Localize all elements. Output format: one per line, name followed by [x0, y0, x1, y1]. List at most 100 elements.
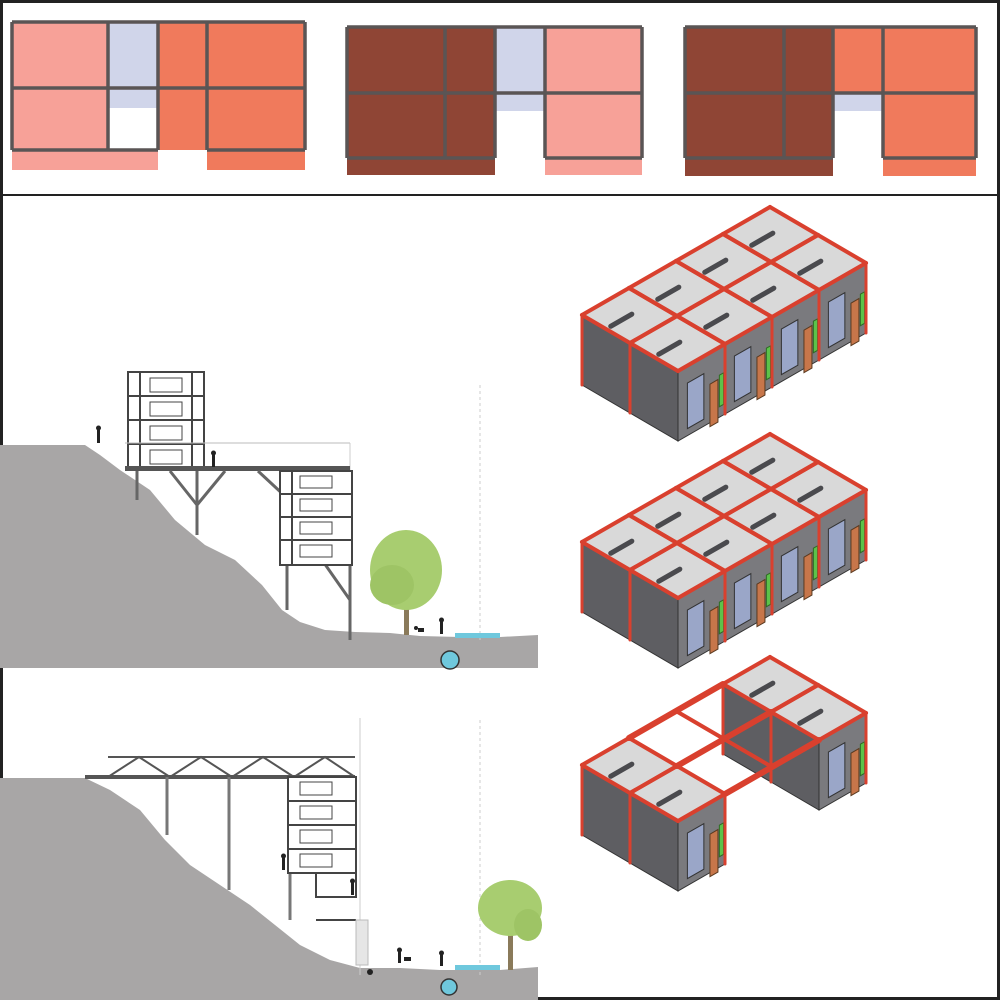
axo-partition: [608, 311, 635, 329]
axo-beam: [676, 569, 727, 600]
axo-window: [827, 518, 846, 576]
plan-cell: [685, 93, 784, 158]
axo-partition: [608, 761, 635, 779]
plan-cell: [495, 93, 545, 111]
plan-cell: [833, 27, 883, 93]
section-upper: [0, 371, 538, 670]
axo-partition: [656, 339, 683, 357]
axo-green-panel: [765, 344, 772, 381]
axo-partition: [655, 511, 682, 529]
axo-green-panel: [812, 544, 819, 581]
axo-beam: [721, 205, 772, 236]
plan-cell: [158, 88, 207, 150]
axo-beam: [580, 513, 631, 544]
axo-beam: [769, 260, 821, 292]
drainage-pipe: [440, 650, 460, 670]
axo-beam: [816, 460, 868, 492]
stepped-block: [287, 776, 369, 966]
axo-beam: [721, 459, 773, 491]
axo-window: [827, 291, 846, 349]
plan-cell: [108, 88, 158, 108]
section-lower: [0, 718, 542, 1000]
axo-beam: [628, 791, 680, 823]
axo-partition: [702, 484, 729, 502]
axo-door-panel: [803, 551, 813, 601]
axo-window: [780, 545, 799, 603]
axo-partition: [749, 230, 776, 248]
axo-beam: [721, 232, 773, 264]
plan-base: [347, 158, 495, 175]
axo-beam: [721, 655, 772, 686]
terrain-lower: [0, 778, 538, 1000]
axo-beam: [628, 541, 679, 572]
plan-cell: [833, 93, 883, 111]
axo-beam: [674, 486, 726, 518]
axo-beam: [674, 259, 726, 291]
plan-cell: [445, 27, 495, 93]
axo-beam: [627, 259, 678, 290]
axo-beam: [580, 286, 631, 317]
axo-door-panel: [709, 378, 719, 428]
axo-partition: [703, 539, 730, 557]
axo-door-panel: [709, 605, 719, 655]
axo-beam: [674, 459, 725, 490]
axo-partition: [749, 457, 776, 475]
axo-beam: [675, 314, 727, 346]
axo-window: [733, 345, 752, 403]
axo-beam: [675, 287, 726, 318]
plan-cell: [12, 22, 108, 88]
axo-beam: [817, 711, 868, 742]
axo-beam: [817, 488, 868, 519]
plan-cell: [158, 22, 207, 88]
axo-beam: [628, 314, 679, 345]
human-figures: [96, 425, 444, 634]
axonometric-module-top: [580, 205, 868, 442]
axo-green-panel: [718, 371, 725, 408]
axo-partition: [608, 538, 635, 556]
axo-beam: [722, 260, 773, 291]
axo-partition: [797, 258, 824, 276]
axo-green-panel: [859, 290, 866, 327]
plan-cell: [495, 27, 545, 93]
axo-beam: [817, 261, 868, 292]
hanging-block: [279, 470, 353, 566]
floor-plan-3: [683, 25, 978, 176]
axo-beam: [676, 792, 727, 823]
plan-cell: [445, 93, 495, 158]
plan-base: [12, 150, 158, 170]
axo-partition: [656, 789, 683, 807]
axo-beam: [769, 710, 821, 742]
axo-beam: [723, 542, 774, 573]
axo-beam: [675, 541, 727, 573]
axo-green-panel: [859, 517, 866, 554]
plan-cell: [347, 27, 445, 93]
axo-beam: [816, 683, 868, 715]
plan-cell: [545, 27, 642, 93]
axo-beam: [768, 655, 820, 687]
tower-block: [127, 371, 205, 471]
axo-beam: [722, 514, 774, 546]
axo-green-panel: [812, 317, 819, 354]
plan-cell: [685, 27, 784, 93]
plan-cell: [207, 22, 305, 88]
axo-door-panel: [803, 324, 813, 374]
axo-green-panel: [859, 740, 866, 777]
axo-beam: [627, 286, 679, 318]
axo-beam: [721, 682, 773, 714]
axo-beam: [628, 568, 680, 600]
axo-beam: [816, 233, 868, 265]
plan-base: [545, 158, 642, 175]
axo-beam: [676, 342, 727, 373]
axo-window: [686, 372, 705, 430]
water-channel: [455, 633, 500, 638]
axo-beam: [674, 232, 725, 263]
axo-window: [686, 599, 705, 657]
plan-base: [207, 150, 305, 170]
axo-beam: [627, 513, 679, 545]
axo-partition: [702, 257, 729, 275]
axo-beam: [722, 487, 773, 518]
axo-beam: [675, 514, 726, 545]
axo-partition: [655, 284, 682, 302]
axo-door-panel: [756, 351, 766, 401]
